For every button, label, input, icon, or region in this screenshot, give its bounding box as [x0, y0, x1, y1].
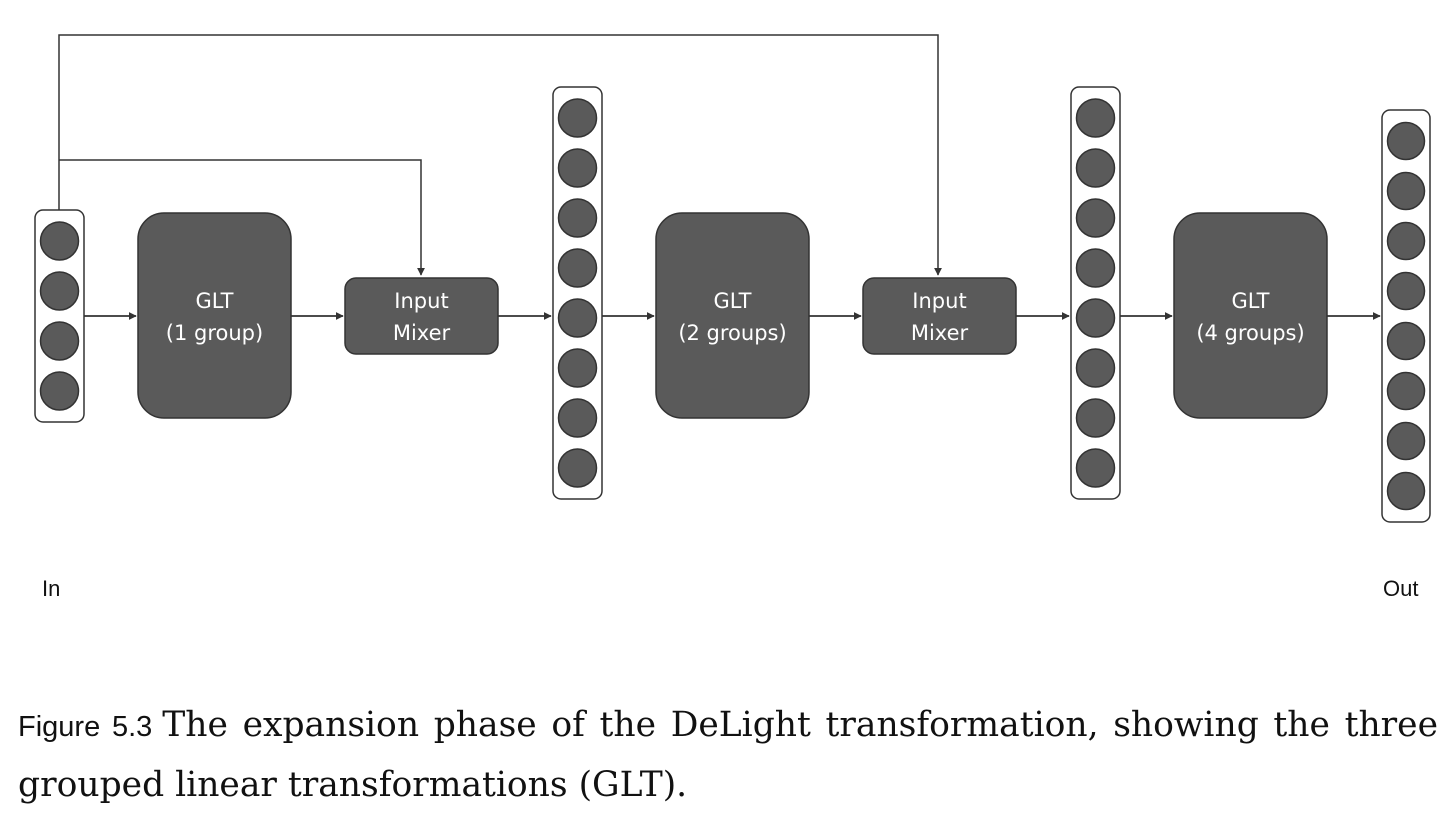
neuron-unit	[1075, 448, 1116, 488]
neuron-unit	[1075, 298, 1116, 338]
input-mixer-1-line1: Input	[394, 289, 448, 313]
skip-connection-to-mixer-2	[58, 34, 942, 276]
neuron-unit	[1386, 421, 1426, 461]
input-mixer-2: Input Mixer	[862, 277, 1017, 355]
neuron-unit	[1075, 198, 1116, 238]
neuron-unit	[557, 348, 598, 388]
input-mixer-2-line2: Mixer	[911, 321, 969, 345]
glt-block-1: GLT (1 group)	[137, 212, 292, 419]
neuron-unit	[557, 98, 598, 138]
figure-caption-text: The expansion phase of the DeLight trans…	[18, 705, 1438, 805]
neuron-unit	[557, 198, 598, 238]
neuron-unit	[1386, 371, 1426, 411]
neuron-unit	[557, 248, 598, 288]
figure-label: Figure 5.3	[18, 711, 153, 743]
neuron-unit	[1386, 271, 1426, 311]
glt-block-1-title: GLT	[196, 289, 234, 313]
neuron-unit	[1075, 148, 1116, 188]
input-vector	[34, 209, 85, 423]
neuron-unit	[557, 148, 598, 188]
neuron-unit	[1075, 348, 1116, 388]
hidden-vector-2	[1070, 86, 1121, 500]
neuron-unit	[1075, 248, 1116, 288]
glt-block-3: GLT (4 groups)	[1173, 212, 1328, 419]
glt-block-3-groups: (4 groups)	[1196, 321, 1304, 345]
neuron-unit	[1386, 171, 1426, 211]
neuron-unit	[39, 371, 80, 411]
neuron-unit	[1075, 398, 1116, 438]
skip-connection-to-mixer-1	[59, 159, 425, 276]
input-mixer-2-line1: Input	[912, 289, 966, 313]
neuron-unit	[557, 298, 598, 338]
neuron-unit	[1075, 98, 1116, 138]
output-vector	[1381, 109, 1431, 523]
neuron-unit	[39, 221, 80, 261]
neuron-unit	[1386, 221, 1426, 261]
hidden-vector-1	[552, 86, 603, 500]
input-mixer-1: Input Mixer	[344, 277, 499, 355]
neuron-unit	[1386, 321, 1426, 361]
delight-expansion-diagram: GLT (1 group) GLT (2 groups) GLT (4 grou…	[34, 34, 1431, 523]
neuron-unit	[39, 321, 80, 361]
glt-block-2-title: GLT	[714, 289, 752, 313]
neuron-unit	[1386, 471, 1426, 511]
glt-block-2-groups: (2 groups)	[678, 321, 786, 345]
neuron-unit	[1386, 121, 1426, 161]
neuron-unit	[39, 271, 80, 311]
skip-connections	[58, 34, 942, 276]
neuron-unit	[557, 448, 598, 488]
glt-block-2: GLT (2 groups)	[655, 212, 810, 419]
output-label: Out	[1383, 576, 1419, 601]
input-label: In	[42, 576, 61, 601]
neuron-unit	[557, 398, 598, 438]
glt-block-3-title: GLT	[1232, 289, 1270, 313]
glt-block-1-groups: (1 group)	[166, 321, 263, 345]
input-mixer-1-line2: Mixer	[393, 321, 451, 345]
